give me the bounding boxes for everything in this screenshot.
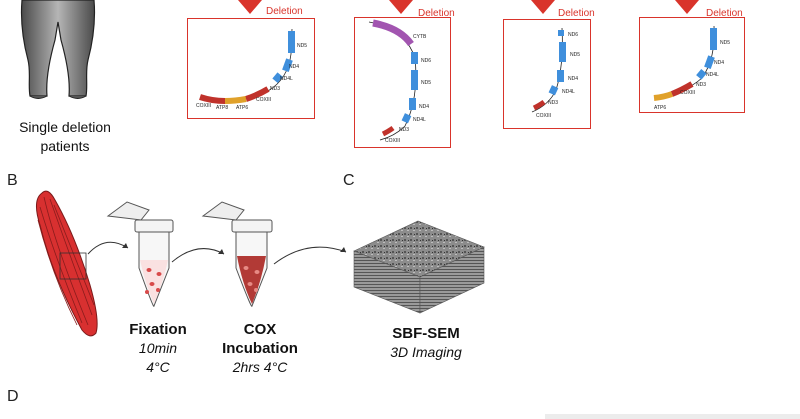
gene-label: ND3 — [696, 82, 706, 88]
fixation-caption: Fixation 10min 4°C — [118, 320, 198, 377]
gene-label: COXIII — [680, 90, 695, 96]
gene-label: ND4L — [280, 76, 293, 82]
deletion-marker-icon — [238, 0, 262, 14]
deletion-label: Deletion — [418, 8, 455, 19]
fixation-duration: 10min — [138, 340, 178, 356]
gene-segment — [696, 69, 707, 80]
incubation-title: Incubation — [222, 340, 298, 357]
mtdna-arc-3: ND6 ND5 ND4 ND4L ND3 COXIII — [531, 27, 580, 119]
gene-label: ATP6 — [654, 105, 666, 111]
gene-segment — [558, 30, 564, 36]
cox-incubation-tube-icon — [201, 201, 273, 307]
mtdna-arc-1: ND5 ND4 ND4L ND3 COXIII ATP6 ATP8 COXIII — [196, 28, 307, 111]
gene-label: ND6 — [568, 32, 578, 38]
fixation-title: Fixation — [129, 321, 187, 338]
gene-label: ND4 — [568, 76, 578, 82]
gene-label: ND5 — [297, 43, 307, 49]
patients-caption-line1: Single deletion — [19, 119, 111, 135]
gene-label: CYTB — [413, 34, 427, 40]
gene-segment — [288, 31, 295, 53]
panel-d-image-edge — [545, 414, 800, 419]
gene-segment — [710, 28, 717, 50]
gene-label: COXIII — [385, 138, 400, 144]
deletion-box-1: ND5 ND4 ND4L ND3 COXIII ATP6 ATP8 COXIII — [187, 18, 315, 119]
patients-caption-line2: patients — [40, 138, 90, 154]
deletion-box-3: ND6 ND5 ND4 ND4L ND3 COXIII — [503, 19, 591, 129]
arrow-icon — [273, 246, 347, 265]
gene-label: ND5 — [570, 52, 580, 58]
panel-letter-b: B — [7, 172, 18, 189]
gene-label: ATP6 — [236, 105, 248, 111]
patients-caption: Single deletion patients — [0, 118, 130, 156]
patient-silhouette — [20, 0, 96, 99]
gene-label: ND4L — [706, 72, 719, 78]
gene-label: ND3 — [270, 86, 280, 92]
arrow-icon — [171, 248, 225, 263]
sbf-sem-caption: SBF-SEM 3D Imaging — [372, 324, 480, 362]
gene-label: COXIII — [196, 103, 211, 109]
deletion-label: Deletion — [558, 8, 595, 19]
gene-label: ND6 — [421, 58, 431, 64]
gene-label: ATP8 — [216, 105, 228, 111]
gene-segment — [557, 70, 564, 82]
gene-segment — [401, 113, 412, 124]
panel-letter-d: D — [7, 388, 19, 405]
gene-label: ND4L — [413, 117, 426, 123]
gene-segment — [409, 98, 416, 110]
sbf-sem-volume-icon — [353, 220, 485, 314]
panel-letter-c: C — [343, 172, 355, 189]
gene-segment — [272, 72, 283, 83]
mtdna-arc-2: CYTB ND6 ND5 ND4 ND4L ND3 COXIII — [368, 19, 431, 144]
cox-title: COX — [243, 321, 277, 338]
gene-segment — [559, 42, 566, 62]
gene-label: ND4 — [289, 64, 299, 70]
deletion-marker-icon — [531, 0, 555, 14]
muscle-icon — [36, 190, 98, 337]
gene-segment — [548, 85, 559, 96]
gene-segment — [704, 55, 715, 70]
gene-label: COXIII — [536, 113, 551, 119]
gene-label: COXIII — [256, 97, 271, 103]
gene-label: ND5 — [421, 80, 431, 86]
gene-label: ND5 — [720, 40, 730, 46]
gene-label: ND4L — [562, 89, 575, 95]
sbf-sem-title: SBF-SEM — [392, 325, 460, 342]
fixation-tube-icon — [106, 201, 174, 307]
deletion-box-4: ND5 ND4 ND4L ND3 COXIII ATP6 — [639, 17, 745, 113]
cox-incubation-caption: COX Incubation 2hrs 4°C — [214, 320, 306, 377]
deletion-label: Deletion — [706, 8, 743, 19]
fixation-temperature: 4°C — [146, 359, 170, 375]
gene-segment — [411, 52, 418, 64]
arrow-icon — [87, 241, 129, 255]
deletion-marker-icon — [389, 0, 413, 14]
gene-label: ND3 — [399, 127, 409, 133]
sbf-sem-subtitle: 3D Imaging — [390, 344, 462, 360]
gene-label: ND4 — [714, 60, 724, 66]
gene-segment — [411, 70, 418, 90]
cox-incubation-conditions: 2hrs 4°C — [232, 359, 288, 375]
mtdna-arc-4: ND5 ND4 ND4L ND3 COXIII ATP6 — [653, 25, 730, 111]
gene-label: ND3 — [548, 100, 558, 106]
gene-label: ND4 — [419, 104, 429, 110]
gene-segment — [282, 58, 293, 73]
deletion-label: Deletion — [266, 6, 303, 17]
deletion-box-2: CYTB ND6 ND5 ND4 ND4L ND3 COXIII — [354, 17, 451, 148]
deletion-marker-icon — [675, 0, 699, 14]
